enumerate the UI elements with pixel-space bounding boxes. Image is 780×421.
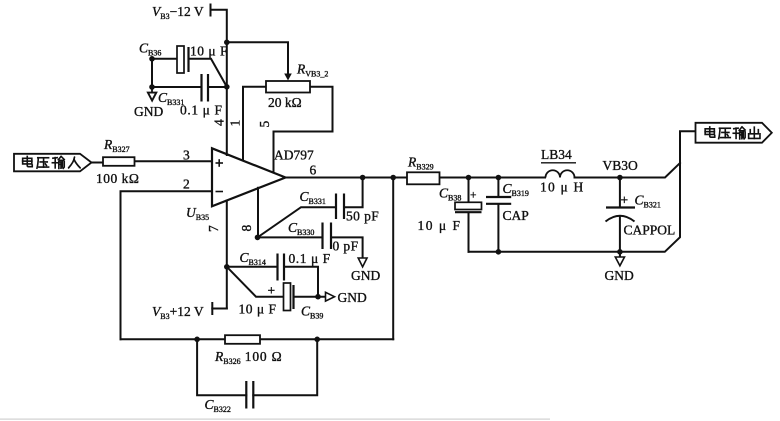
svg-text:100 kΩ: 100 kΩ bbox=[96, 171, 139, 186]
svg-text:8: 8 bbox=[239, 225, 254, 232]
svg-text:CB39: CB39 bbox=[301, 304, 323, 321]
svg-text:10 μ F: 10 μ F bbox=[190, 44, 228, 59]
svg-text:CB314: CB314 bbox=[240, 250, 266, 267]
svg-text:RVB3_2: RVB3_2 bbox=[296, 62, 328, 79]
svg-text:CB38: CB38 bbox=[439, 186, 461, 203]
svg-text:5: 5 bbox=[257, 121, 272, 128]
svg-text:0.1 μ F: 0.1 μ F bbox=[180, 103, 223, 118]
svg-text:0 pF: 0 pF bbox=[333, 239, 359, 254]
svg-text:+: + bbox=[268, 283, 276, 298]
svg-text:6: 6 bbox=[310, 163, 317, 178]
svg-text:10 μ F: 10 μ F bbox=[418, 218, 462, 233]
svg-text:VB3−12 V: VB3−12 V bbox=[152, 4, 204, 21]
svg-text:GND: GND bbox=[338, 290, 367, 305]
svg-text:RB326 100 Ω: RB326 100 Ω bbox=[214, 349, 282, 366]
svg-text:RB329: RB329 bbox=[407, 155, 434, 172]
svg-text:CB322: CB322 bbox=[205, 397, 231, 414]
svg-text:GND: GND bbox=[351, 268, 380, 283]
svg-text:CAP: CAP bbox=[503, 208, 529, 223]
svg-text:10 μ F: 10 μ F bbox=[239, 302, 277, 317]
svg-text:+: + bbox=[621, 193, 629, 208]
svg-text:CB319: CB319 bbox=[503, 181, 529, 198]
svg-text:2: 2 bbox=[183, 177, 190, 192]
svg-text:+: + bbox=[470, 190, 477, 202]
svg-text:3: 3 bbox=[183, 148, 190, 163]
svg-text:1: 1 bbox=[228, 120, 243, 127]
svg-text:VB3+12 V: VB3+12 V bbox=[152, 304, 204, 321]
svg-text:50 pF: 50 pF bbox=[346, 209, 379, 224]
svg-text:LB34: LB34 bbox=[541, 147, 572, 162]
svg-text:AD797: AD797 bbox=[274, 148, 314, 163]
svg-text:VB3O: VB3O bbox=[603, 158, 639, 173]
svg-text:CB331: CB331 bbox=[300, 189, 326, 206]
svg-text:CB321: CB321 bbox=[635, 193, 661, 210]
svg-text:GND: GND bbox=[134, 104, 163, 119]
svg-text:20 kΩ: 20 kΩ bbox=[268, 95, 302, 110]
svg-text:10 μ H: 10 μ H bbox=[540, 180, 584, 195]
svg-text:CB330: CB330 bbox=[288, 220, 314, 237]
svg-text:7: 7 bbox=[206, 225, 221, 232]
svg-text:RB327: RB327 bbox=[103, 137, 130, 154]
svg-text:UB35: UB35 bbox=[186, 205, 209, 222]
svg-text:CB331: CB331 bbox=[158, 90, 184, 107]
svg-text:4: 4 bbox=[212, 119, 227, 126]
svg-text:CB36: CB36 bbox=[139, 41, 161, 58]
svg-text:0.1 μ F: 0.1 μ F bbox=[289, 251, 331, 266]
svg-text:CAPPOL: CAPPOL bbox=[624, 223, 676, 238]
svg-text:GND: GND bbox=[605, 268, 634, 283]
